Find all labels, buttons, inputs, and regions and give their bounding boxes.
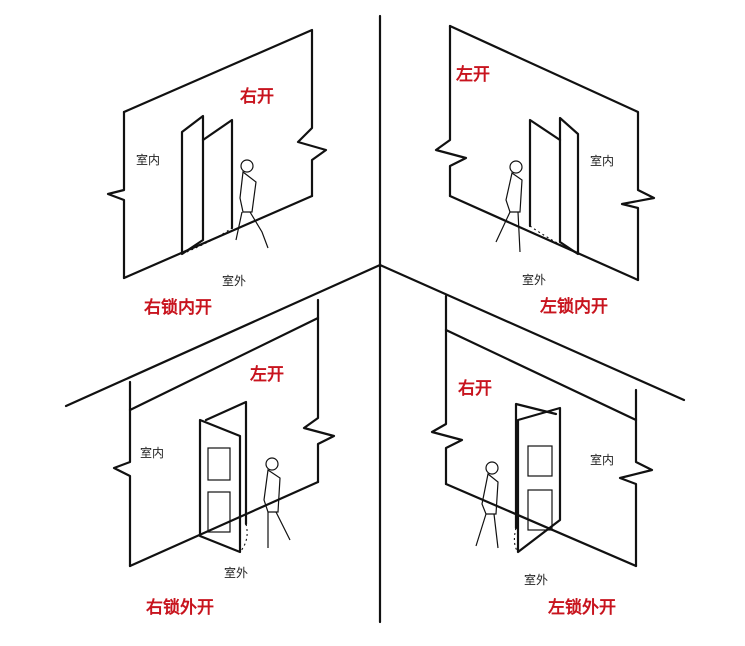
panel-top-left-indoor-label: 室内	[136, 153, 161, 167]
panel-bottom-left-outdoor-label: 室外	[224, 566, 249, 580]
door-leaf	[516, 406, 562, 554]
door-leaf	[180, 114, 205, 256]
panel-bottom-left-indoor-label: 室内	[140, 446, 165, 460]
panel-top-right-outdoor-label: 室外	[522, 273, 547, 287]
person	[495, 160, 523, 253]
back-wall-outline	[106, 110, 126, 280]
panel-top-right-type-label: 左锁内开	[540, 297, 608, 317]
swing-arc	[239, 523, 248, 553]
panel-top-right-indoor-label: 室内	[590, 154, 615, 168]
panel-bottom-right-drawing	[430, 294, 654, 568]
door-frame	[514, 402, 558, 530]
swing-arc	[181, 227, 233, 255]
door-frame	[201, 118, 234, 230]
panel-top-left-type-label: 右锁内开	[144, 298, 212, 318]
person	[263, 457, 291, 548]
panel-bottom-left-type-label: 右锁外开	[146, 598, 214, 618]
panel-top-left-outdoor-label: 室外	[222, 274, 247, 288]
panel-bottom-right-swing-label: 右开	[458, 379, 492, 399]
door-frame	[204, 400, 248, 526]
person	[235, 159, 269, 249]
diagonal-divider-left	[64, 263, 382, 408]
door-frame	[528, 118, 562, 228]
door-leaf	[198, 418, 242, 554]
swing-arc	[529, 225, 579, 255]
panel-bottom-left-drawing	[112, 298, 336, 568]
panel-bottom-right-type-label: 左锁外开	[548, 598, 616, 618]
panel-top-left-swing-label: 右开	[240, 87, 274, 107]
diagonal-divider-right	[378, 263, 686, 402]
door-leaf	[558, 116, 580, 256]
panel-top-right-drawing	[434, 24, 656, 282]
panel-bottom-right-outdoor-label: 室外	[524, 573, 549, 587]
panel-bottom-left-swing-label: 左开	[250, 365, 284, 385]
panel-bottom-right-indoor-label: 室内	[590, 453, 615, 467]
panel-top-left-drawing	[106, 28, 328, 280]
floor-line	[122, 194, 314, 280]
panel-top-right-swing-label: 左开	[456, 65, 490, 85]
person	[475, 461, 499, 549]
